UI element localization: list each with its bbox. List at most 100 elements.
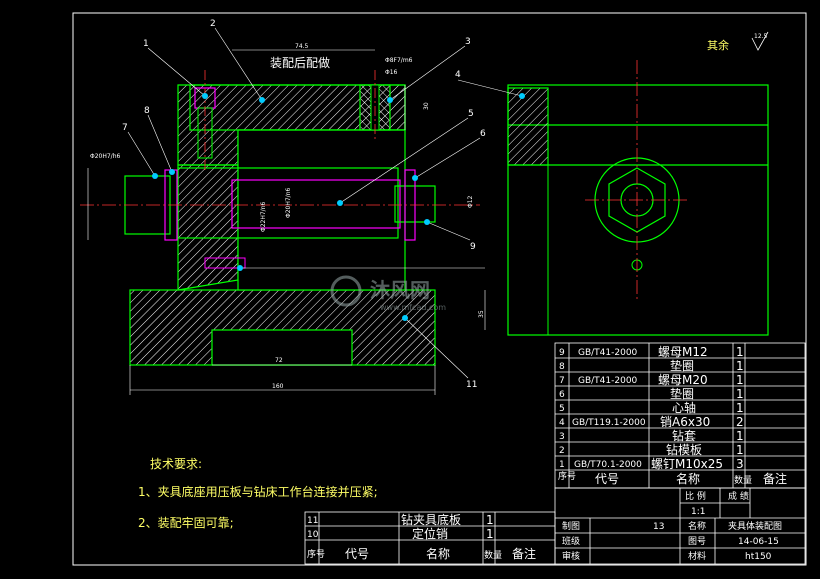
score-label: 成 绩 — [728, 490, 749, 502]
bom-left-row-no: 11 — [307, 516, 318, 526]
bom-header-remark: 备注 — [763, 471, 787, 486]
material-label: 材料 — [688, 550, 706, 562]
roughness-icon — [751, 31, 769, 51]
bom-left-header-qty: 数量 — [484, 549, 502, 561]
bom-row-no: 2 — [559, 446, 565, 456]
bom-row-code: GB/T41-2000 — [578, 376, 638, 386]
drafter-label: 制图 — [562, 520, 580, 532]
tech-title: 技术要求: — [150, 457, 202, 471]
bom-row-no: 3 — [559, 432, 565, 442]
front-view — [80, 49, 486, 395]
bom-row-no: 1 — [559, 460, 565, 470]
bom-main-rows: 9 GB/T41-2000 螺母M12 1 8 垫圈 1 7 GB/T41-20… — [558, 345, 787, 486]
dim-phi20-n6: Φ20H7/n6 — [285, 187, 292, 218]
bom-row-qty: 2 — [736, 415, 744, 429]
bom-header-name: 名称 — [676, 471, 700, 486]
title-block: 比 例 1:1 成 绩 制图 13 班级 审核 名称 夹具体装配图 图号 14-… — [562, 490, 782, 562]
bom-row-name: 心轴 — [672, 400, 696, 415]
callout-8: 8 — [144, 106, 150, 116]
callout-2: 2 — [210, 19, 216, 29]
bom-row-name: 垫圈 — [670, 358, 694, 373]
bom-header-qty: 数量 — [734, 474, 752, 486]
name-label: 名称 — [688, 520, 706, 532]
bom-left-header-code: 代号 — [345, 547, 369, 561]
dim-phi20-h6: Φ20H7/h6 — [90, 153, 121, 160]
bom-left-header-remark: 备注 — [512, 546, 536, 561]
bom-row-qty: 1 — [736, 443, 744, 457]
bom-left-row-qty: 1 — [486, 527, 494, 541]
mandrel — [231, 179, 401, 229]
bom-row-name: 垫圈 — [670, 386, 694, 401]
bom-row-no: 6 — [559, 390, 565, 400]
bom-row-name: 销A6x30 — [660, 415, 710, 429]
callout-9: 9 — [470, 242, 476, 252]
callout-11: 11 — [466, 380, 477, 390]
watermark-url: www.mfcad.com — [380, 303, 446, 312]
dim-74-5: 74.5 — [295, 43, 309, 50]
bom-left-grid — [304, 511, 556, 565]
name-value: 夹具体装配图 — [728, 520, 782, 532]
bom-row-qty: 1 — [736, 373, 744, 387]
dim-72: 72 — [275, 357, 283, 364]
dim-35: 35 — [478, 310, 485, 318]
mandrel-boss — [177, 167, 399, 239]
bom-left-header-no: 序号 — [307, 548, 325, 560]
callout-4: 4 — [455, 70, 461, 80]
bom-row-name: 钻套 — [672, 428, 696, 443]
callout-7: 7 — [122, 123, 128, 133]
material-value: ht150 — [745, 552, 772, 562]
dim-phi16: Φ16 — [385, 69, 398, 76]
bom-row-qty: 1 — [736, 401, 744, 415]
bom-left-row-qty: 1 — [486, 513, 494, 527]
bom-row-name: 钻模板 — [666, 442, 702, 457]
pin — [204, 257, 246, 269]
bom-row-name: 螺钉M10x25 — [651, 457, 723, 471]
bom-row-name: 螺母M20 — [658, 373, 708, 387]
roughness-note: 其余 — [707, 38, 729, 52]
bom-row-code: GB/T119.1-2000 — [572, 418, 646, 428]
dim-phi12: Φ12 — [467, 195, 474, 208]
watermark: 沐风网 www.mfcad.com — [330, 275, 446, 312]
drawing-frame — [72, 12, 807, 566]
bom-row-qty: 1 — [736, 387, 744, 401]
dim-phi8: Φ8F7/m6 — [385, 57, 413, 64]
dim-phi22: Φ22H7/n6 — [260, 201, 267, 232]
dim-160: 160 — [272, 383, 284, 390]
base-slot — [211, 329, 353, 366]
callout-6: 6 — [480, 129, 486, 139]
bom-left-row-no: 10 — [307, 530, 319, 540]
roughness-value: 12.5 — [754, 33, 768, 40]
tech-item-2: 2、装配牢固可靠; — [138, 515, 234, 530]
bom-row-qty: 1 — [736, 345, 744, 359]
tech-item-1: 1、夹具底座用压板与钻床工作台连接并压紧; — [138, 484, 378, 499]
side-view — [507, 60, 769, 336]
bom-left-row-name: 钻夹具底板 — [401, 512, 461, 527]
bom-row-qty: 1 — [736, 429, 744, 443]
scale-value: 1:1 — [691, 507, 705, 517]
callout-5: 5 — [468, 109, 474, 119]
side-outline — [507, 84, 769, 336]
class-label: 班级 — [562, 535, 580, 547]
bom-row-qty: 1 — [736, 359, 744, 373]
drafter-value: 13 — [653, 522, 664, 532]
bom-row-no: 5 — [559, 404, 565, 414]
side-section — [507, 87, 549, 166]
body-cavity — [237, 129, 406, 291]
watermark-text: 沐风网 — [370, 278, 430, 302]
body-left — [177, 164, 239, 291]
bom-header-code: 代号 — [595, 472, 619, 486]
callout-leaders — [127, 27, 525, 379]
bom-left-header-name: 名称 — [426, 546, 450, 561]
drawing-no-value: 14-06-15 — [738, 537, 779, 547]
bom-left-row-name: 定位销 — [412, 526, 448, 541]
dim-30: 30 — [423, 102, 430, 110]
bom-row-name: 螺母M12 — [658, 345, 708, 359]
callout-1: 1 — [143, 39, 149, 49]
bom-header-no: 序号 — [558, 470, 576, 482]
bom-row-no: 8 — [559, 362, 565, 372]
bom-row-code: GB/T41-2000 — [578, 348, 638, 358]
reviewer-label: 审核 — [562, 550, 580, 562]
bom-row-no: 9 — [559, 348, 565, 358]
bom-left-rows: 11 钻夹具底板 1 10 定位销 1 序号 代号 名称 数量 备注 — [307, 512, 536, 561]
